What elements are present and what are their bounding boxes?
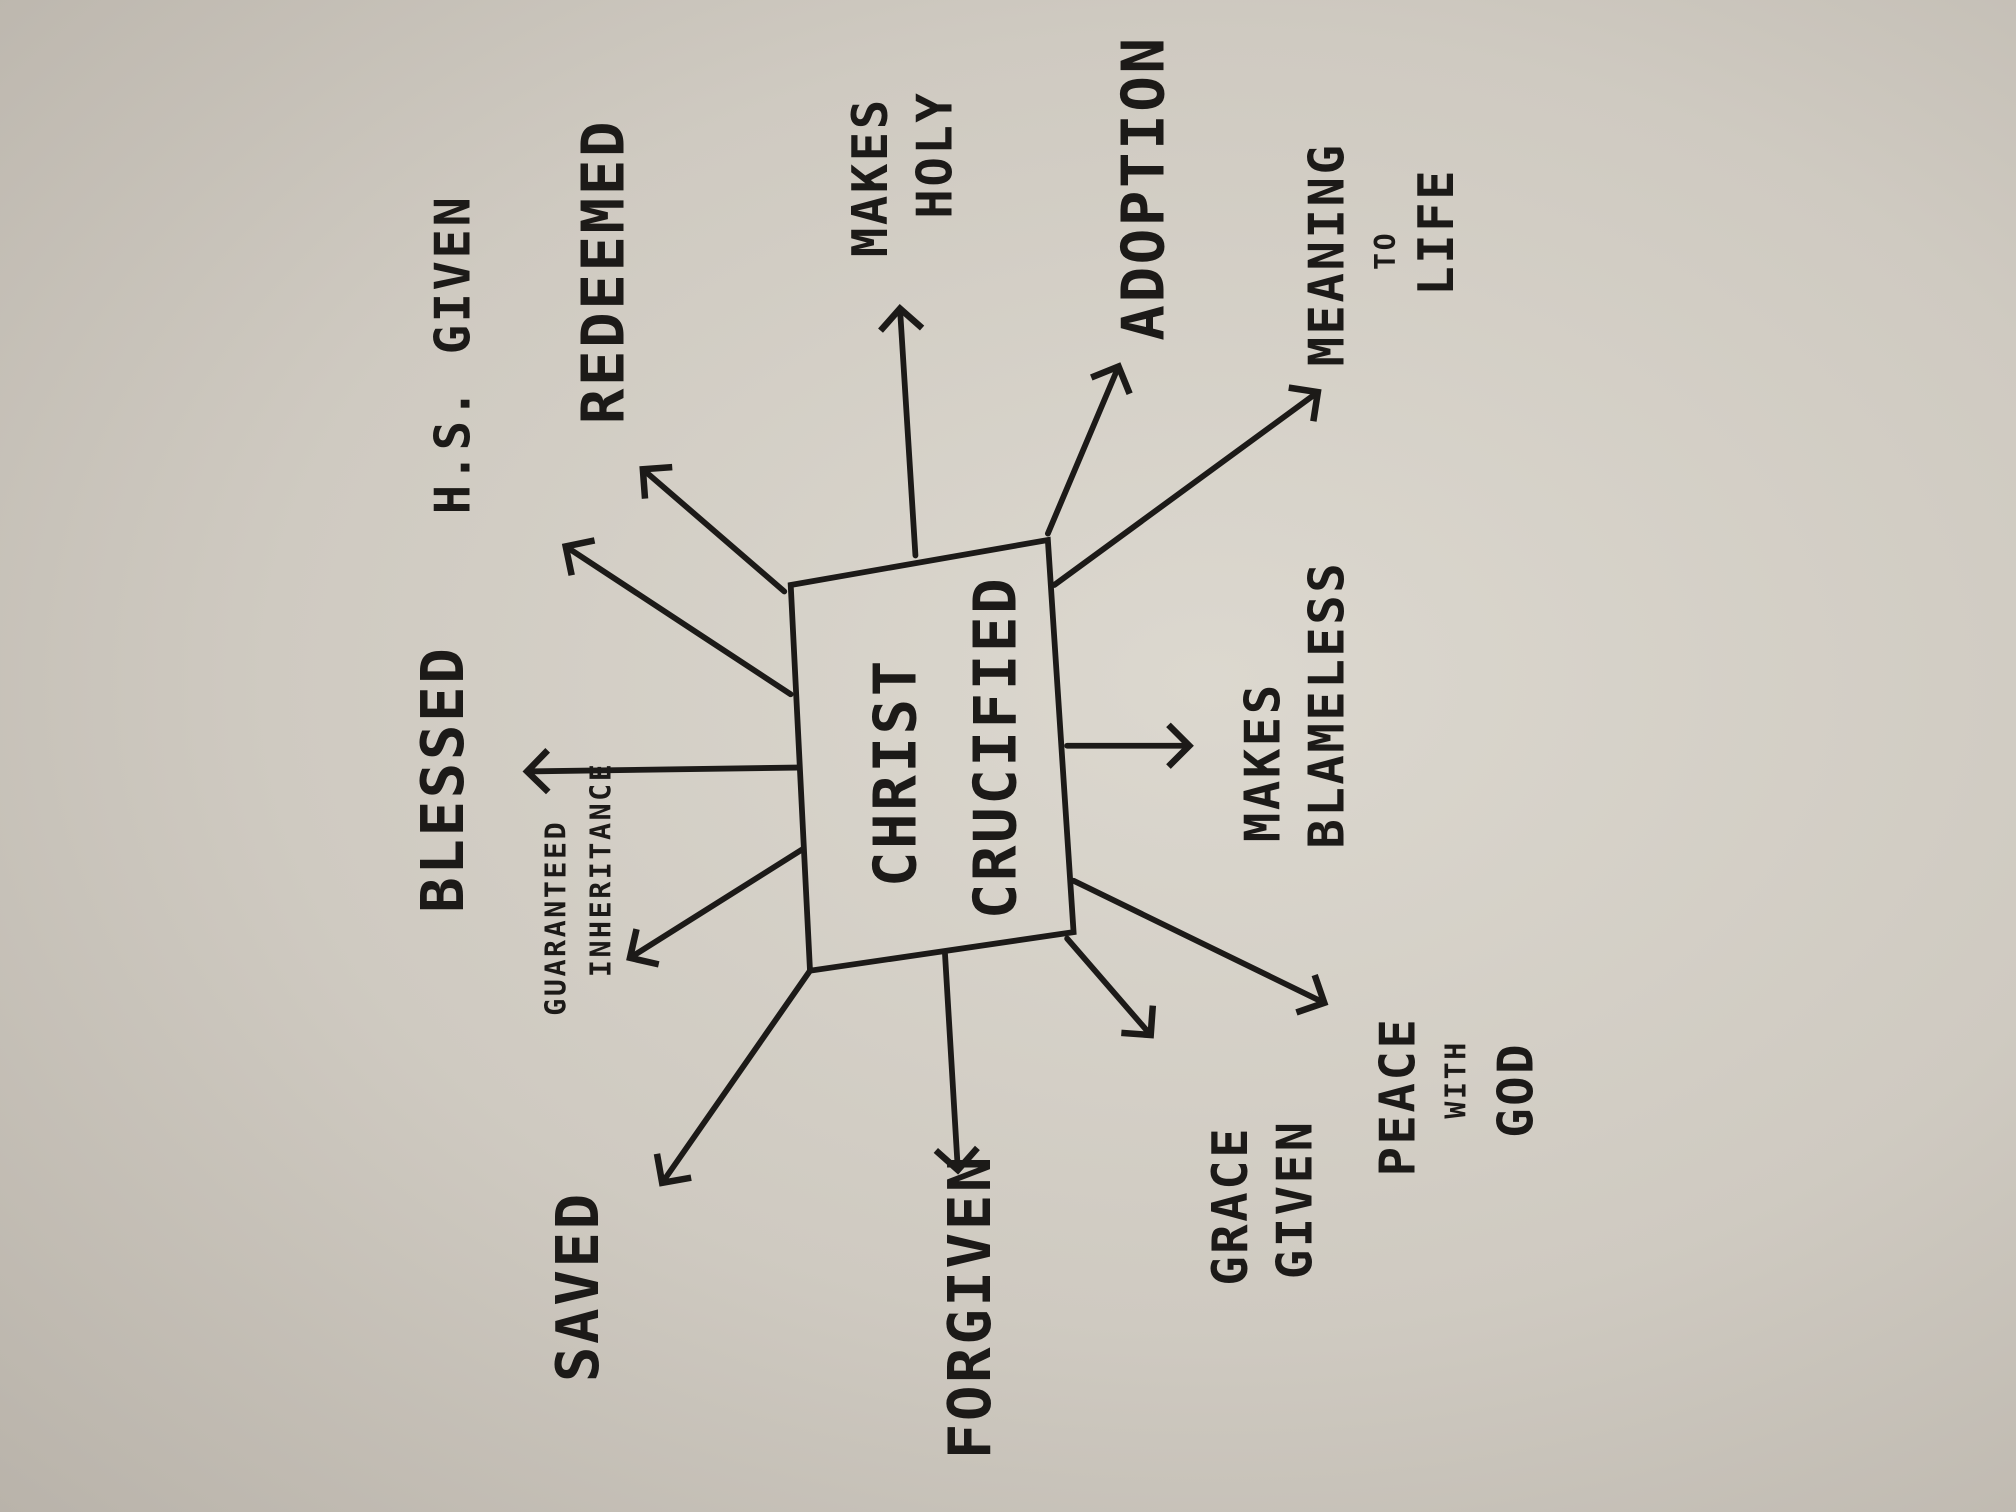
arrow-redeemed xyxy=(639,463,788,595)
label-adoption: ADOPTION xyxy=(1109,35,1178,340)
arrow-hs-given xyxy=(561,537,794,698)
label-makes-holy-1: MAKES xyxy=(842,97,899,257)
center-box xyxy=(787,536,1077,975)
arrow-blessed xyxy=(522,748,801,795)
label-given: GIVEN xyxy=(1266,1119,1323,1279)
arrow-grace xyxy=(1064,935,1157,1039)
label-god: GOD xyxy=(1488,1042,1545,1138)
label-makes-holy-2: HOLY xyxy=(906,91,963,219)
label-guaranteed: GUARANTEED xyxy=(540,820,573,1016)
arrow-saved xyxy=(653,967,813,1187)
center-title-line1: CHRIST xyxy=(860,658,929,887)
label-grace: GRACE xyxy=(1202,1126,1259,1286)
label-blameless-2: BLAMELESS xyxy=(1299,561,1356,849)
arrows xyxy=(522,303,1329,1187)
label-blameless-1: MAKES xyxy=(1234,682,1291,842)
label-inheritance: INHERITANCE xyxy=(585,762,618,977)
label-blessed: BLESSED xyxy=(408,646,477,913)
arrow-inheritance xyxy=(626,845,807,968)
label-peace: PEACE xyxy=(1369,1017,1426,1177)
arrow-meaning xyxy=(1051,384,1322,588)
label-hs-given: H.S. GIVEN xyxy=(424,195,481,515)
arrow-makes-holy xyxy=(878,303,925,559)
label-with: WITH xyxy=(1440,1040,1473,1118)
center-title-line2: CRUCIFIED xyxy=(961,576,1030,920)
label-meaning-3: LIFE xyxy=(1408,168,1465,296)
arrow-forgiven xyxy=(933,951,980,1175)
label-redeemed: REDEEMED xyxy=(569,119,638,424)
label-meaning-2: TO xyxy=(1369,231,1402,270)
label-saved: SAVED xyxy=(543,1191,612,1382)
arrow-peace xyxy=(1070,877,1329,1016)
label-meaning-1: MEANING xyxy=(1299,143,1356,367)
label-forgiven: FORGIVEN xyxy=(935,1154,1004,1459)
arrow-adoption xyxy=(1044,362,1133,537)
